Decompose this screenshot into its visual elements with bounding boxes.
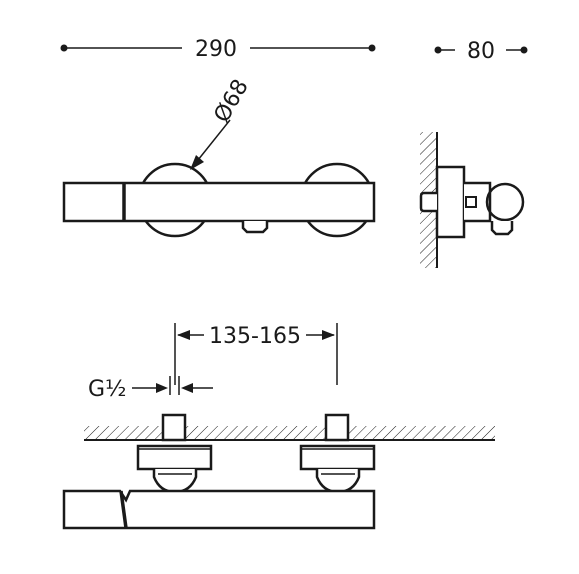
diameter-label: Ø68 (210, 75, 254, 127)
center-distance-label: 135-165 (209, 324, 301, 349)
front-view: Ø68 (62, 75, 376, 238)
bottom-view (62, 413, 495, 530)
width-label: 290 (195, 37, 237, 62)
center-distance-dimension: 135-165 (174, 323, 338, 385)
side-view (419, 132, 525, 268)
thread-label: G½ (88, 377, 126, 402)
width-dimension: 290 (60, 37, 376, 62)
thread-dimension: G½ (88, 376, 213, 402)
depth-dimension: 80 (434, 39, 528, 64)
depth-label: 80 (467, 39, 495, 64)
